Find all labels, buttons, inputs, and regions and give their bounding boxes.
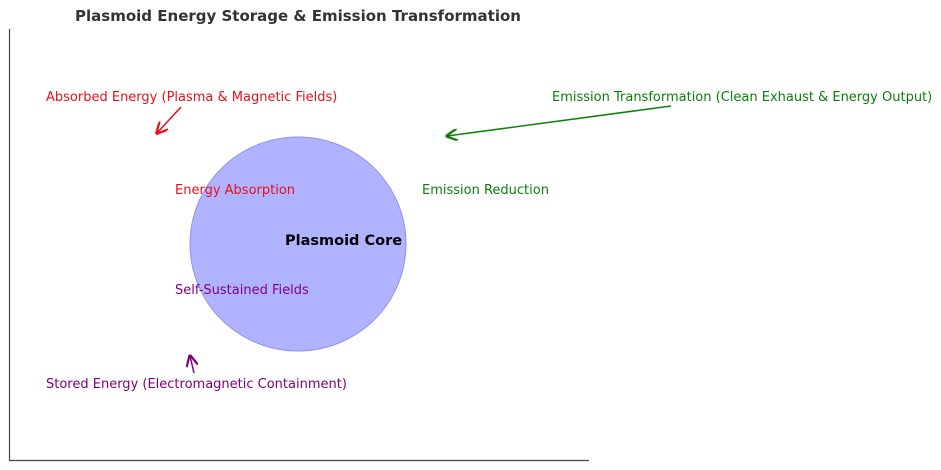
stored-energy-arrow (190, 356, 194, 374)
plasmoid-core-label: Plasmoid Core (285, 233, 402, 249)
emission-reduction-label: Emission Reduction (422, 183, 549, 198)
emission-transformation-arrow (447, 105, 672, 136)
self-sustained-fields-label: Self-Sustained Fields (175, 283, 309, 298)
absorbed-energy-arrow (157, 106, 182, 133)
stored-energy-label: Stored Energy (Electromagnetic Containme… (46, 377, 347, 392)
energy-absorption-label: Energy Absorption (175, 183, 295, 198)
emission-transformation-label: Emission Transformation (Clean Exhaust &… (552, 90, 932, 105)
diagram-title: Plasmoid Energy Storage & Emission Trans… (75, 7, 521, 25)
absorbed-energy-label: Absorbed Energy (Plasma & Magnetic Field… (46, 90, 337, 105)
plasmoid-core-circle (189, 136, 407, 352)
